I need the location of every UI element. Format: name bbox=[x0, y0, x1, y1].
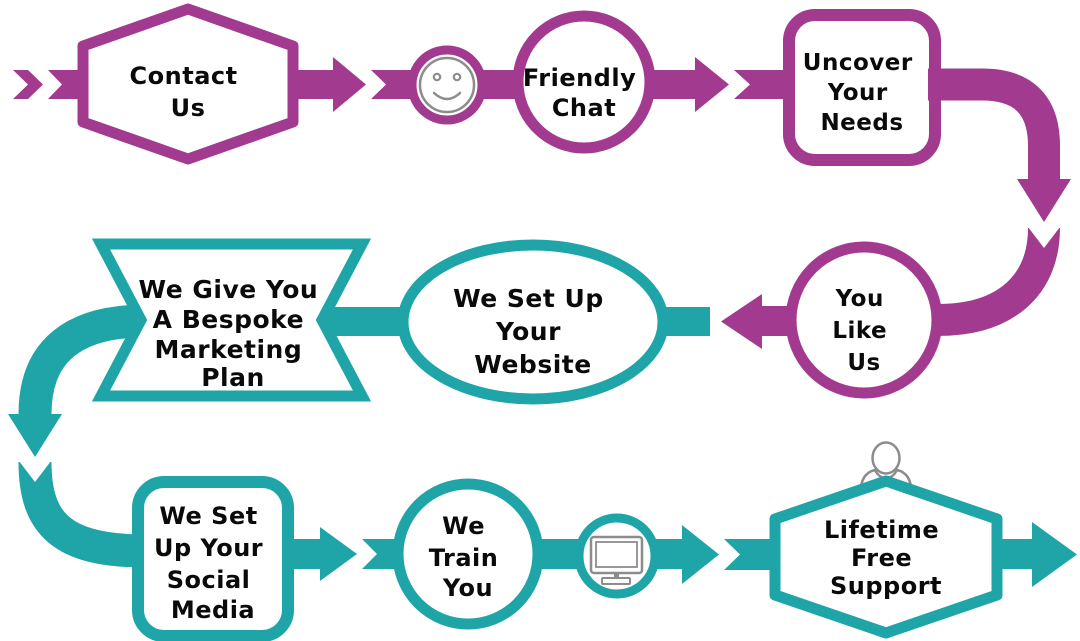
arrowhead-down bbox=[8, 414, 62, 457]
connector-curve-down-left bbox=[937, 227, 1060, 336]
node-we-set-up-your-website: We Set Up Your Website bbox=[397, 239, 669, 405]
bespoke-plan-banner bbox=[91, 238, 372, 402]
friendly-chat-label: Friendly Chat bbox=[523, 64, 645, 122]
connector-curve-left-down bbox=[18, 304, 146, 415]
flow-end-arrowhead bbox=[1032, 522, 1077, 587]
node-contact-us: Contact Us bbox=[77, 3, 299, 165]
arrowhead-down bbox=[1017, 179, 1071, 222]
contact-us-label: Contact Us bbox=[130, 62, 247, 122]
uncover-needs-label: Uncover Your Needs bbox=[803, 50, 921, 136]
smiley-left-eye bbox=[432, 72, 442, 82]
connector-band bbox=[992, 539, 1032, 569]
node-you-like-us: You Like Us bbox=[785, 241, 943, 399]
arrowhead-left bbox=[721, 294, 762, 349]
connector-band bbox=[290, 70, 333, 99]
connector-notch bbox=[1028, 227, 1060, 248]
smiley-right-eye bbox=[452, 72, 462, 82]
smiley-mouth bbox=[432, 91, 462, 101]
node-we-train-you: We Train You bbox=[392, 478, 544, 630]
social-media-label: We Set Up Your Social Media bbox=[154, 502, 272, 624]
connector-band bbox=[534, 539, 582, 569]
connector-band bbox=[283, 539, 320, 569]
bespoke-plan-label: We Give You A Bespoke Marketing Plan bbox=[139, 275, 328, 392]
node-we-set-up-your-social-media: We Set Up Your Social Media bbox=[132, 476, 294, 641]
smiley-face-outline bbox=[418, 56, 476, 114]
smiley-icon bbox=[407, 45, 487, 125]
connector-notched-band bbox=[734, 70, 794, 99]
person-head bbox=[871, 441, 901, 475]
connector-curve-right-down bbox=[928, 68, 1060, 180]
arrowhead-right bbox=[333, 57, 366, 112]
node-friendly-chat: Friendly Chat bbox=[512, 10, 656, 154]
connector-band bbox=[653, 539, 682, 569]
train-you-label: We Train You bbox=[429, 512, 507, 602]
flow-start-chevron bbox=[13, 70, 43, 99]
arrowhead-right bbox=[320, 527, 357, 581]
connector-band bbox=[326, 307, 406, 336]
lifetime-support-hexagon bbox=[769, 475, 1003, 639]
arrowhead-right bbox=[682, 525, 719, 584]
connector-band bbox=[645, 70, 695, 99]
connector-notch bbox=[19, 461, 51, 482]
monitor-screen-inner bbox=[595, 541, 638, 568]
contact-us-hexagon bbox=[77, 3, 299, 165]
monitor-stand bbox=[614, 573, 619, 577]
connector-curve-down-right bbox=[18, 461, 146, 568]
node-lifetime-free-support: Lifetime Free Support bbox=[769, 475, 1003, 639]
node-uncover-your-needs: Uncover Your Needs bbox=[783, 9, 941, 166]
monitor-base bbox=[601, 577, 631, 585]
you-like-us-label: You Like Us bbox=[832, 286, 895, 376]
website-ellipse bbox=[397, 239, 669, 405]
lifetime-support-label: Lifetime Free Support bbox=[824, 516, 948, 600]
website-label: We Set Up Your Website bbox=[453, 284, 613, 379]
node-bespoke-marketing-plan: We Give You A Bespoke Marketing Plan bbox=[91, 238, 372, 402]
monitor-icon bbox=[574, 513, 660, 599]
arrowhead-right bbox=[695, 57, 729, 112]
you-like-us-circle bbox=[785, 241, 943, 399]
